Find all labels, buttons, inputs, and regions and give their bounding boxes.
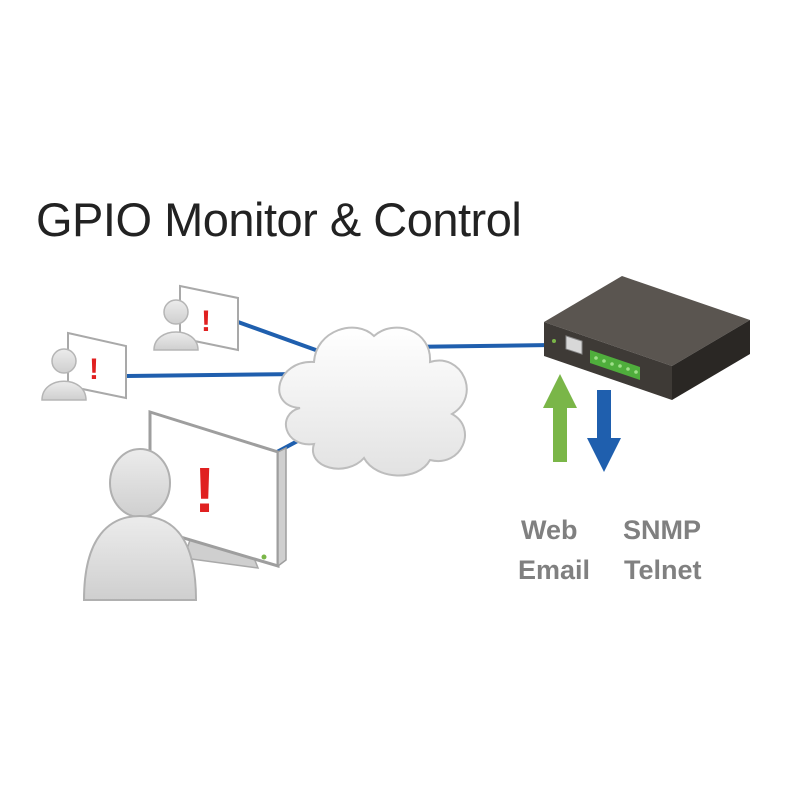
- link-left-user: [125, 372, 305, 378]
- alert-icon: !: [194, 454, 215, 526]
- person-icon: [153, 299, 199, 351]
- alert-icon: !: [89, 353, 99, 386]
- gpio-device-icon: [544, 276, 750, 400]
- down-arrow-icon: [587, 390, 621, 472]
- protocol-web: Web: [521, 515, 578, 545]
- alert-icon: !: [201, 305, 211, 338]
- person-icon: [41, 348, 87, 401]
- diagram-title: GPIO Monitor & Control: [36, 193, 522, 246]
- person-icon: [82, 448, 198, 601]
- protocol-telnet: Telnet: [624, 555, 702, 585]
- protocol-snmp: SNMP: [623, 515, 702, 545]
- terminal-block: [590, 350, 640, 380]
- protocol-email: Email: [518, 555, 591, 585]
- user-workstation-left: !: [41, 331, 127, 401]
- up-arrow-icon: [543, 374, 577, 462]
- user-workstation-large: !: [82, 409, 287, 601]
- user-workstation-top: !: [153, 284, 239, 352]
- ethernet-port: [565, 335, 583, 355]
- cloud-icon: [278, 326, 468, 477]
